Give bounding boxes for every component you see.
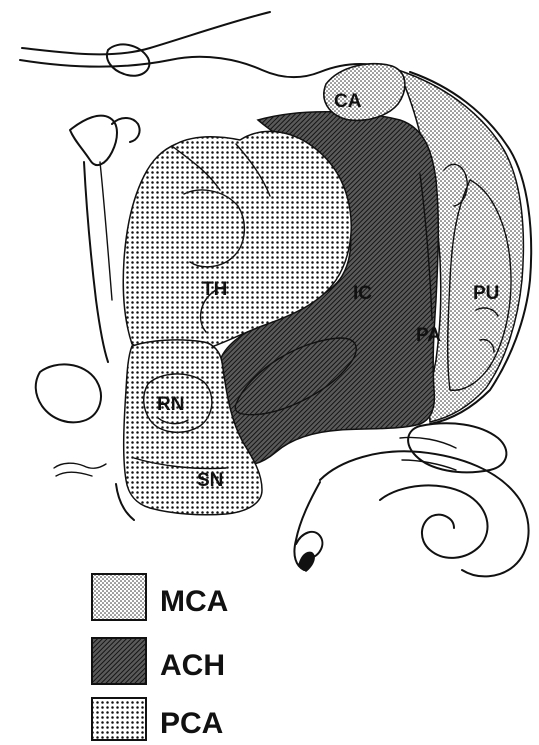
legend-item-pca: PCA [92, 698, 223, 740]
legend-label-ach: ACH [160, 649, 225, 682]
legend-swatch-ach [92, 638, 146, 684]
legend-item-ach: ACH [92, 638, 225, 684]
label-rn: RN [157, 394, 184, 415]
legend-item-mca: MCA [92, 574, 228, 620]
label-ic: IC [353, 283, 372, 304]
label-ca: CA [334, 91, 362, 112]
label-th: TH [202, 279, 227, 300]
legend-label-mca: MCA [160, 585, 228, 618]
legend-swatch-mca [92, 574, 146, 620]
legend-swatch-pca [92, 698, 146, 740]
label-sn: SN [197, 470, 223, 491]
label-pa: PA [416, 325, 441, 346]
legend: MCA ACH PCA [92, 574, 228, 740]
legend-label-pca: PCA [160, 707, 223, 740]
label-pu: PU [473, 283, 499, 304]
